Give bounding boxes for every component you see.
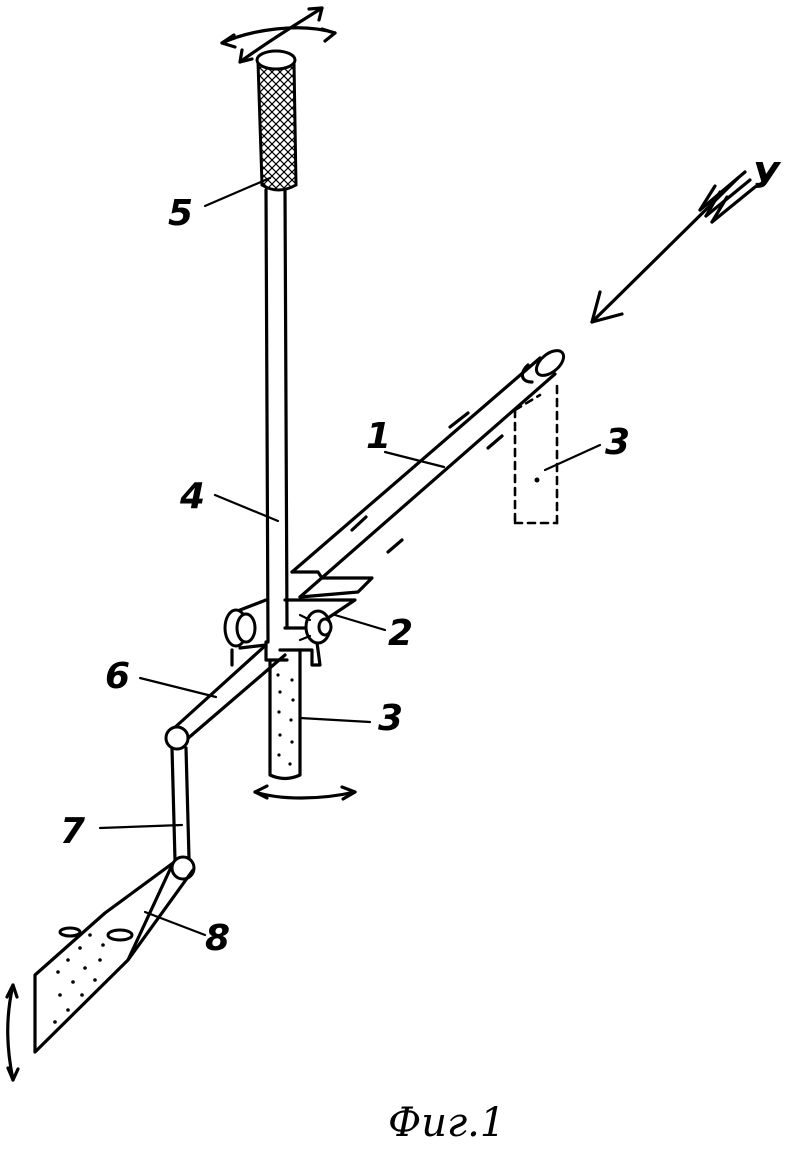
label-part-5: 5 — [168, 193, 193, 234]
vertical-arrow-left — [5, 983, 20, 1082]
connecting-rod — [170, 746, 196, 881]
label-view-y: У — [752, 156, 782, 197]
main-rod — [290, 349, 566, 599]
view-arrow — [590, 170, 757, 324]
hanging-piece — [268, 648, 302, 781]
label-part-7: 7 — [60, 811, 85, 852]
leader-lines — [98, 176, 602, 937]
handle-grip — [255, 49, 298, 192]
label-part-8: 8 — [205, 918, 230, 959]
label-part-1: 1 — [366, 416, 391, 457]
link-arm — [164, 640, 289, 751]
label-part-2: 2 — [388, 613, 413, 654]
swing-arrow-bottom — [253, 784, 357, 801]
label-part-3-lower: 3 — [378, 698, 403, 739]
label-part-6: 6 — [105, 656, 130, 697]
flap-plate — [33, 861, 195, 1054]
vertical-lever — [264, 188, 289, 644]
rotation-arrow-top — [220, 6, 337, 64]
hanging-piece-alt — [513, 384, 559, 525]
figure-caption: Фиг.1 — [388, 1100, 505, 1146]
pivot-bracket — [223, 570, 374, 667]
label-part-4: 4 — [179, 476, 205, 517]
label-part-3-upper: 3 — [605, 422, 630, 463]
